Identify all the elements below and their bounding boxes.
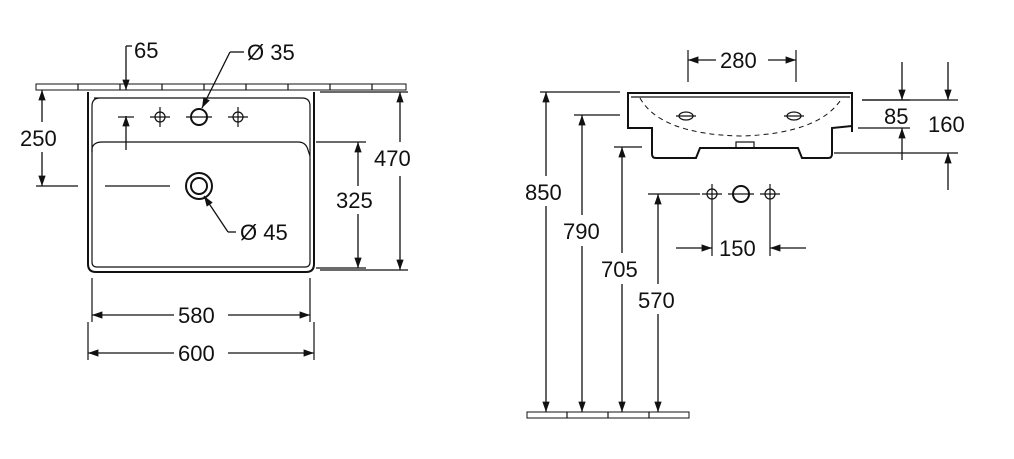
- top-view: Ø 45 65 Ø 35 250 470: [20, 38, 411, 366]
- dimension-790: 790: [563, 114, 620, 412]
- overflow-slot-left-icon: [676, 111, 696, 121]
- overflow-slot-right-icon: [784, 111, 804, 121]
- basin-rim-outline: [91, 97, 311, 268]
- basin-profile-outline: [627, 92, 853, 159]
- basin-bowl-outline: [91, 141, 311, 157]
- dimension-85: 85: [858, 62, 910, 160]
- dimension-470: 470: [320, 91, 411, 271]
- rim-top-height-label: 850: [525, 180, 562, 205]
- front-tap-left-icon: [702, 184, 722, 204]
- dimension-705: 705: [601, 146, 642, 412]
- dimension-325: 325: [316, 141, 373, 269]
- dimension-570: 570: [638, 193, 700, 412]
- basin-inner-dashed: [639, 97, 843, 137]
- floor-strip: [526, 411, 690, 419]
- drain-diameter-leader: Ø 45: [203, 195, 288, 245]
- total-height-label: 160: [928, 112, 965, 137]
- dimension-250: 250: [20, 90, 78, 187]
- tap-hole-left-icon: [150, 107, 170, 127]
- tap-diameter-leader: Ø 35: [201, 40, 295, 109]
- depth-to-overflow-label: 250: [20, 126, 57, 151]
- front-tap-right-icon: [760, 184, 780, 204]
- inner-width-label: 580: [178, 303, 215, 328]
- dimension-150: 150: [676, 204, 806, 261]
- inner-depth-label: 325: [336, 188, 373, 213]
- outer-width-label: 600: [178, 341, 215, 366]
- basin-outer-outline: [87, 92, 315, 273]
- hole-spacing-front-label: 150: [719, 236, 756, 261]
- drain-icon: [105, 172, 213, 200]
- rim-height-label: 85: [884, 104, 908, 129]
- front-tap-center-icon: [728, 185, 754, 203]
- outer-depth-label: 470: [374, 146, 411, 171]
- dimension-280: 280: [687, 48, 797, 82]
- side-view: 280 85 160 850: [525, 48, 965, 419]
- tap-hole-center-icon: [186, 108, 212, 126]
- tap-hole-right-icon: [228, 107, 248, 127]
- tap-offset-label: 65: [134, 38, 158, 63]
- dimension-580: 580: [91, 278, 311, 328]
- drain-diameter-label: Ø 45: [240, 220, 288, 245]
- dimension-160: 160: [834, 62, 965, 190]
- rim-under-height-label: 790: [563, 219, 600, 244]
- waste-height-label: 570: [638, 288, 675, 313]
- tap-diameter-label: Ø 35: [247, 40, 295, 65]
- hole-spacing-top-label: 280: [720, 48, 757, 73]
- tap-offset-leader: 65: [118, 38, 158, 150]
- dimension-850: 850: [525, 91, 620, 412]
- wall-strip: [35, 83, 407, 91]
- dimension-600: 600: [87, 322, 315, 366]
- bottom-height-label: 705: [601, 257, 638, 282]
